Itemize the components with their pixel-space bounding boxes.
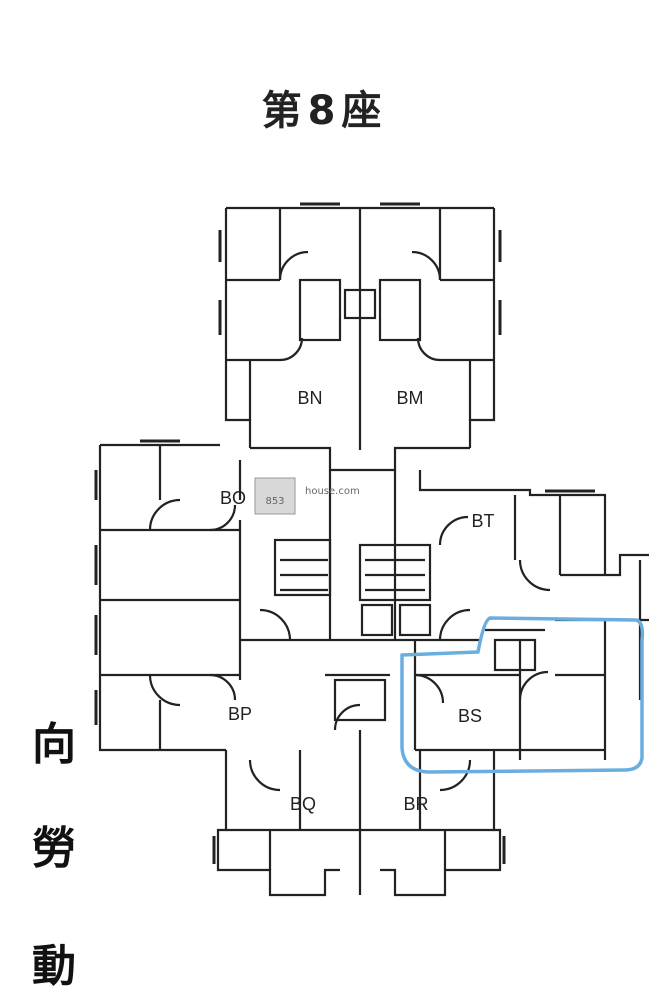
unit-label-br: BR bbox=[403, 794, 428, 814]
highlight-outline-bs bbox=[400, 616, 645, 774]
unit-label-bs: BS bbox=[458, 706, 482, 726]
window-marks bbox=[94, 202, 595, 864]
left-wing bbox=[98, 443, 332, 752]
right-wing bbox=[413, 470, 649, 760]
orientation-char-1: 向 bbox=[32, 719, 76, 770]
unit-label-bm: BM bbox=[397, 388, 424, 408]
central-core bbox=[240, 446, 480, 731]
unit-label-bo: BO bbox=[220, 488, 246, 508]
unit-label-bt: BT bbox=[471, 511, 494, 531]
page-title: 第8座 bbox=[261, 88, 388, 134]
unit-label-bn: BN bbox=[297, 388, 322, 408]
unit-label-bq: BQ bbox=[290, 794, 316, 814]
watermark-text: house.com bbox=[305, 486, 360, 497]
orientation-char-3: 動 bbox=[32, 941, 76, 992]
orientation-char-2: 勞 bbox=[32, 823, 76, 874]
top-wing bbox=[224, 206, 496, 450]
unit-label-bp: BP bbox=[228, 704, 252, 724]
watermark-logo-text: 853 bbox=[265, 496, 284, 507]
watermark: 853 house.com bbox=[254, 477, 360, 515]
bottom-wing bbox=[216, 730, 502, 897]
